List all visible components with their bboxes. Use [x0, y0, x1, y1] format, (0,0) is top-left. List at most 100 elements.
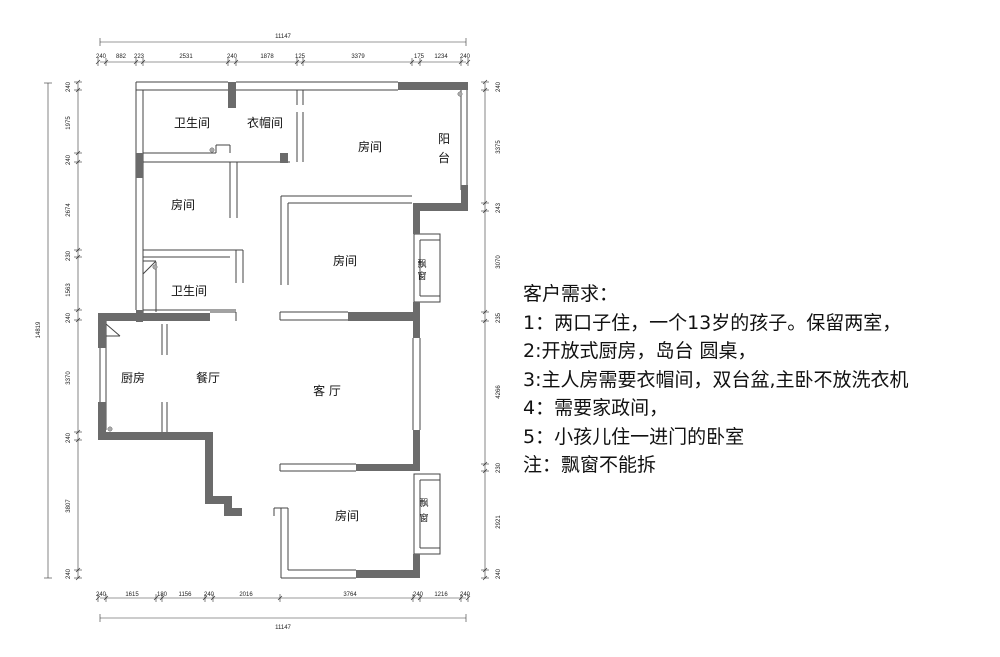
dim-left: 230 — [66, 250, 72, 261]
dimension-tick — [75, 317, 81, 323]
requirement-item: 3:主人房需要衣帽间，双台盆,主卧不放洗衣机 — [523, 368, 909, 391]
dimension-lines — [44, 38, 489, 622]
room-label-bathroom-lower: 卫生间 — [171, 284, 207, 298]
room-label-closet: 衣帽间 — [247, 115, 283, 130]
dimension-tick — [75, 567, 81, 573]
room-label-kitchen: 厨房 — [121, 370, 145, 385]
dim-bottom: 1216 — [434, 592, 448, 598]
dim-bottom: 240 — [204, 592, 215, 598]
dim-left: 240 — [66, 81, 72, 92]
dim-top: 3379 — [351, 54, 365, 60]
dim-bottom: 1615 — [125, 592, 139, 598]
requirement-item: 注：飘窗不能拆 — [523, 454, 657, 476]
dimension-tick — [75, 575, 81, 581]
drain-symbols — [107, 91, 463, 432]
dim-right: 2921 — [496, 515, 500, 529]
dimension-tick — [225, 59, 231, 65]
dim-left: 1563 — [66, 283, 72, 297]
dimension-tick — [417, 595, 423, 601]
dimension-tick — [75, 150, 81, 156]
room-label-living: 客 厅 — [313, 383, 341, 398]
dim-right: 3070 — [496, 255, 500, 269]
dimension-tick — [482, 575, 488, 581]
dimension-tick — [300, 59, 306, 65]
dimension-tick — [75, 307, 81, 313]
room-label-bay-window-1a: 飘 — [417, 259, 426, 270]
dimension-tick — [482, 318, 488, 324]
dim-top: 882 — [116, 54, 127, 60]
dimension-tick — [103, 59, 109, 65]
dim-right: 3375 — [496, 140, 500, 154]
dim-left: 3807 — [66, 499, 72, 513]
dimension-tick — [75, 429, 81, 435]
dimension-tick — [75, 247, 81, 253]
dim-bottom: 240 — [460, 592, 471, 598]
dimension-tick — [140, 59, 146, 65]
dimension-tick — [75, 437, 81, 443]
room-label-bathroom-upper: 卫生间 — [174, 116, 210, 130]
dimension-tick — [482, 200, 488, 206]
dim-top: 240 — [460, 54, 471, 60]
dim-top: 240 — [96, 54, 107, 60]
dimension-tick — [95, 595, 101, 601]
dim-left: 1975 — [66, 116, 72, 130]
dimension-tick — [409, 59, 415, 65]
dimension-tick — [465, 595, 471, 601]
room-label-bedroom-left: 房间 — [171, 197, 195, 212]
room-label-bay-window-1b: 窗 — [417, 270, 426, 282]
floor-plan: 11147 11147 14819 240 882 223 2531 240 1… — [36, 34, 500, 631]
dimension-tick — [482, 87, 488, 93]
dimension-tick — [465, 59, 471, 65]
dimension-tick — [482, 567, 488, 573]
dimension-tick — [277, 595, 283, 601]
dim-bottom: 2016 — [239, 592, 253, 598]
requirement-item: 4：需要家政间， — [523, 397, 669, 419]
dim-top: 2531 — [179, 54, 193, 60]
dim-left: 240 — [66, 432, 72, 443]
dimension-tick — [458, 595, 464, 601]
dimension-tick — [153, 595, 159, 601]
room-label-balcony-2: 台 — [438, 150, 450, 165]
dimension-tick — [294, 59, 300, 65]
dimension-tick — [210, 595, 216, 601]
room-label-dining: 餐厅 — [196, 370, 220, 385]
dimension-tick — [75, 159, 81, 165]
dimension-tick — [417, 59, 423, 65]
requirement-item: 5：小孩儿住一进门的卧室 — [523, 425, 745, 448]
dim-top: 1234 — [434, 54, 448, 60]
dim-overall-top: 11147 — [275, 34, 291, 40]
dim-top: 175 — [414, 54, 425, 60]
dimension-tick — [95, 59, 101, 65]
dim-overall-left: 14819 — [36, 321, 42, 338]
dim-left: 240 — [66, 568, 72, 579]
room-label-master-bedroom: 房间 — [358, 139, 382, 154]
dimension-tick — [482, 79, 488, 85]
dim-bottom: 3764 — [343, 592, 357, 598]
room-label-bay-window-2a: 飘 — [419, 498, 428, 509]
dim-overall-bottom: 11147 — [275, 625, 291, 631]
dimension-tick — [75, 87, 81, 93]
dimension-tick — [75, 254, 81, 260]
room-label-bedroom-bottom: 房间 — [335, 508, 359, 523]
client-requirements: 客户需求： 1：两口子住，一个13岁的孩子。保留两室， 2:开放式厨房，岛台 圆… — [523, 280, 993, 480]
dimension-tick — [159, 595, 165, 601]
dimension-tick — [233, 59, 239, 65]
dimension-tick — [482, 208, 488, 214]
dimension-tick — [482, 468, 488, 474]
dim-top: 1878 — [260, 54, 274, 60]
room-label-balcony-1: 阳 — [438, 132, 450, 146]
dim-left: 240 — [66, 154, 72, 165]
dim-left: 2674 — [66, 203, 72, 217]
dim-bottom: 240 — [413, 592, 424, 598]
dim-left: 3370 — [66, 371, 72, 385]
room-label-bedroom-middle: 房间 — [333, 253, 357, 268]
requirements-title: 客户需求： — [523, 283, 619, 305]
dim-top: 223 — [134, 54, 145, 60]
dim-right: 240 — [496, 568, 500, 579]
dimension-tick — [482, 461, 488, 467]
dim-right: 243 — [496, 202, 500, 213]
requirement-item: 1：两口子住，一个13岁的孩子。保留两室， — [523, 311, 902, 334]
dim-top: 240 — [227, 54, 238, 60]
dim-right: 230 — [496, 462, 500, 473]
room-label-bay-window-2b: 窗 — [419, 512, 428, 524]
